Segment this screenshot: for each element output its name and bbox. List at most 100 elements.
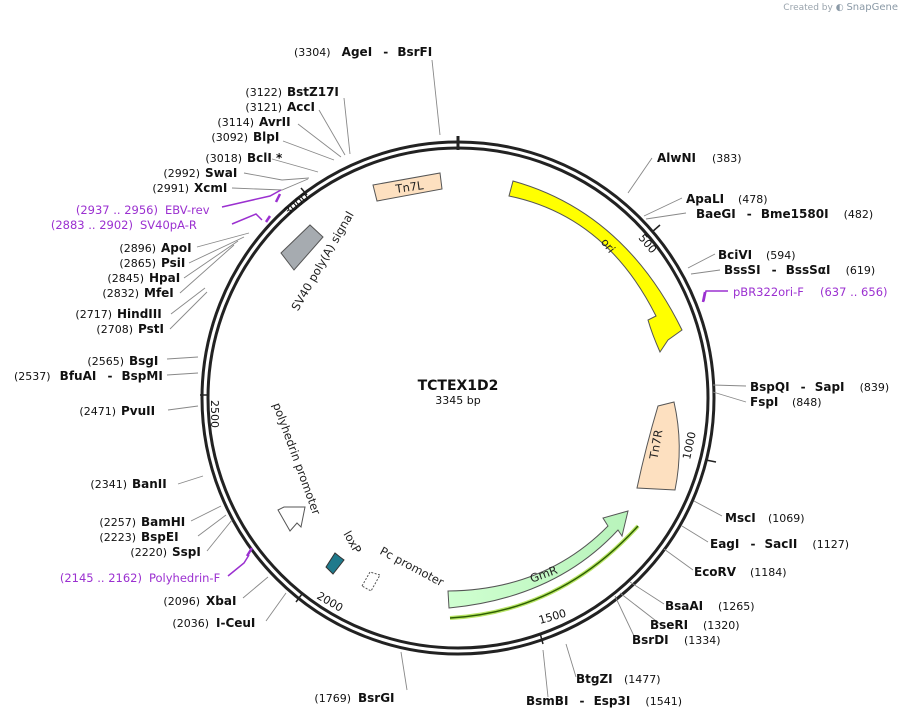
enzyme-apoi[interactable]: (2896) ApoI bbox=[119, 241, 191, 255]
primer-sv40pa-r[interactable]: (2883 .. 2902) SV40pA-R bbox=[51, 218, 197, 232]
feature-sv40[interactable]: SV40 poly(A) signal bbox=[280, 209, 357, 313]
enzyme-bcivi[interactable]: BciVI (594) bbox=[718, 248, 796, 262]
primer-polyhedrin-f-name: Polyhedrin-F bbox=[149, 571, 220, 585]
enzyme-pvuii[interactable]: (2471) PvuII bbox=[79, 404, 155, 418]
enzyme-banii[interactable]: (2341) BanII bbox=[90, 477, 166, 491]
enzyme-bcli-name: BclI * bbox=[247, 151, 283, 165]
leader-hpai bbox=[183, 240, 239, 279]
enzyme-alwni[interactable]: AlwNI (383) bbox=[657, 151, 742, 165]
primer-mark-pbr322ori-f-site bbox=[701, 291, 707, 303]
enzyme-iceui[interactable]: (2036) I-CeuI bbox=[172, 616, 255, 630]
enzyme-baegi[interactable]: BaeGI - Bme1580I (482) bbox=[696, 203, 873, 222]
enzyme-bspqi[interactable]: BspQI - SapI (839) bbox=[750, 376, 889, 395]
feature-tn7l[interactable]: Tn7L bbox=[372, 172, 443, 202]
leader-eagi bbox=[681, 525, 709, 543]
enzyme-psii-name: PsiI bbox=[161, 256, 185, 270]
leader-bcli bbox=[271, 158, 319, 173]
enzyme-psii[interactable]: (2865) PsiI bbox=[119, 256, 185, 270]
enzyme-eagi-label: EagI - SacII (1127) bbox=[710, 533, 849, 552]
enzyme-swai[interactable]: (2992) SwaI bbox=[163, 166, 237, 180]
enzyme-fspi-pos: (848) bbox=[792, 396, 822, 409]
enzyme-bfuai[interactable]: (2537) BfuAI - BspMI bbox=[14, 365, 163, 384]
enzyme-bsaai[interactable]: BsaAI (1265) bbox=[665, 599, 755, 613]
primer-pbr322ori-f[interactable]: pBR322ori-F (637 .. 656) bbox=[733, 285, 888, 299]
enzyme-acci-pos: (3121) bbox=[245, 101, 282, 114]
feature-gmr[interactable]: GmR bbox=[447, 510, 640, 620]
leader-bfuai bbox=[166, 372, 199, 376]
enzyme-baegi-label: BaeGI - Bme1580I (482) bbox=[696, 203, 873, 222]
primer-pbr322ori-f-range: (637 .. 656) bbox=[820, 285, 888, 299]
enzyme-bseri[interactable]: BseRI (1320) bbox=[650, 618, 740, 632]
primer-mark-polyhedrin-f bbox=[227, 554, 250, 577]
polyhedrin-label: polyhedrin promoter bbox=[270, 401, 324, 517]
enzyme-mfei[interactable]: (2832) MfeI bbox=[102, 286, 173, 300]
enzyme-bstz17i[interactable]: (3122) BstZ17I bbox=[245, 85, 338, 99]
tick-label-2500: 2500 bbox=[208, 400, 221, 428]
primer-polyhedrin-f[interactable]: (2145 .. 2162) Polyhedrin-F bbox=[60, 571, 220, 585]
enzyme-bsrgi[interactable]: (1769) BsrGI bbox=[314, 691, 394, 705]
enzyme-agei[interactable]: (3304) AgeI - BsrFI bbox=[294, 41, 432, 60]
feature-ori[interactable]: ori bbox=[508, 180, 683, 354]
enzyme-bspei[interactable]: (2223) BspEI bbox=[99, 530, 178, 544]
enzyme-sspi[interactable]: (2220) SspI bbox=[130, 545, 200, 559]
leader-bsmbi bbox=[542, 649, 549, 698]
primer-sv40pa-r-name: SV40pA-R bbox=[140, 218, 197, 232]
enzyme-apoi-name: ApoI bbox=[161, 241, 192, 255]
enzyme-apali[interactable]: ApaLI (478) bbox=[686, 192, 768, 206]
primer-marks bbox=[221, 189, 728, 577]
enzyme-ecorv[interactable]: EcoRV (1184) bbox=[694, 565, 787, 579]
enzyme-mfei-name: MfeI bbox=[144, 286, 174, 300]
gmr-shape bbox=[447, 510, 629, 609]
leader-baegi bbox=[645, 212, 687, 220]
leader-bsssi bbox=[690, 269, 721, 275]
feature-loxp[interactable]: loxP bbox=[325, 528, 364, 575]
enzyme-bsssi[interactable]: BssSI - BssSαI (619) bbox=[724, 259, 875, 278]
enzyme-bsrdi[interactable]: BsrDI (1334) bbox=[632, 633, 721, 647]
enzyme-bspei-name: BspEI bbox=[141, 530, 179, 544]
enzyme-hindiii[interactable]: (2717) HindIII bbox=[75, 307, 161, 321]
enzyme-xcmi[interactable]: (2991) XcmI bbox=[152, 181, 227, 195]
feature-tn7r[interactable]: Tn7R bbox=[636, 401, 680, 491]
enzyme-blpi[interactable]: (3092) BlpI bbox=[211, 130, 279, 144]
enzyme-fspi[interactable]: FspI (848) bbox=[750, 395, 822, 409]
feature-pc[interactable]: Pc promoter bbox=[361, 544, 447, 592]
pc-label: Pc promoter bbox=[378, 544, 447, 589]
enzyme-bcli[interactable]: (3018) BclI * bbox=[205, 151, 283, 165]
enzyme-psti[interactable]: (2708) PstI bbox=[96, 322, 164, 336]
enzyme-xbai[interactable]: (2096) XbaI bbox=[163, 594, 236, 608]
loxp-shape bbox=[325, 552, 345, 575]
primer-polyhedrin-f-range: (2145 .. 2162) bbox=[60, 571, 142, 585]
enzyme-hpai[interactable]: (2845) HpaI bbox=[107, 271, 180, 285]
enzyme-btgzi[interactable]: BtgZI (1477) bbox=[576, 672, 661, 686]
plasmid-size: 3345 bp bbox=[435, 394, 480, 407]
feature-polyhedrin[interactable]: polyhedrin promoter bbox=[270, 401, 324, 532]
enzyme-mfei-pos: (2832) bbox=[102, 287, 139, 300]
primer-pbr322ori-f-name: pBR322ori-F bbox=[733, 285, 804, 299]
enzyme-sspi-pos: (2220) bbox=[130, 546, 167, 559]
enzyme-msci[interactable]: MscI (1069) bbox=[725, 511, 805, 525]
leader-msci bbox=[693, 500, 723, 517]
enzyme-avrii[interactable]: (3114) AvrII bbox=[217, 115, 290, 129]
enzyme-hpai-name: HpaI bbox=[149, 271, 180, 285]
enzyme-hindiii-pos: (2717) bbox=[75, 308, 112, 321]
pc-shape bbox=[361, 571, 381, 592]
enzyme-bsmbi[interactable]: BsmBI - Esp3I (1541) bbox=[526, 690, 682, 709]
primer-ebv-rev-range: (2937 .. 2956) bbox=[76, 203, 158, 217]
tick-label-1000: 1000 bbox=[680, 431, 699, 461]
leader-fspi bbox=[712, 391, 747, 403]
enzyme-alwni-pos: (383) bbox=[712, 152, 742, 165]
leader-blpi bbox=[282, 140, 335, 161]
primer-ebv-rev[interactable]: (2937 .. 2956) EBV-rev bbox=[76, 203, 210, 217]
primer-mark-ebv-rev-site bbox=[274, 193, 282, 203]
tn7r-label: Tn7R bbox=[646, 428, 665, 461]
enzyme-bamhi[interactable]: (2257) BamHI bbox=[99, 515, 185, 529]
enzyme-eagi[interactable]: EagI - SacII (1127) bbox=[710, 533, 849, 552]
enzyme-bspei-pos: (2223) bbox=[99, 531, 136, 544]
enzyme-acci[interactable]: (3121) AccI bbox=[245, 100, 315, 114]
enzyme-apoi-pos: (2896) bbox=[119, 242, 156, 255]
sv40-shape bbox=[280, 224, 324, 271]
enzyme-bsgi[interactable]: (2565) BsgI bbox=[87, 354, 158, 368]
enzyme-fspi-name: FspI bbox=[750, 395, 778, 409]
enzyme-bsrdi-pos: (1334) bbox=[684, 634, 721, 647]
enzyme-msci-pos: (1069) bbox=[768, 512, 805, 525]
